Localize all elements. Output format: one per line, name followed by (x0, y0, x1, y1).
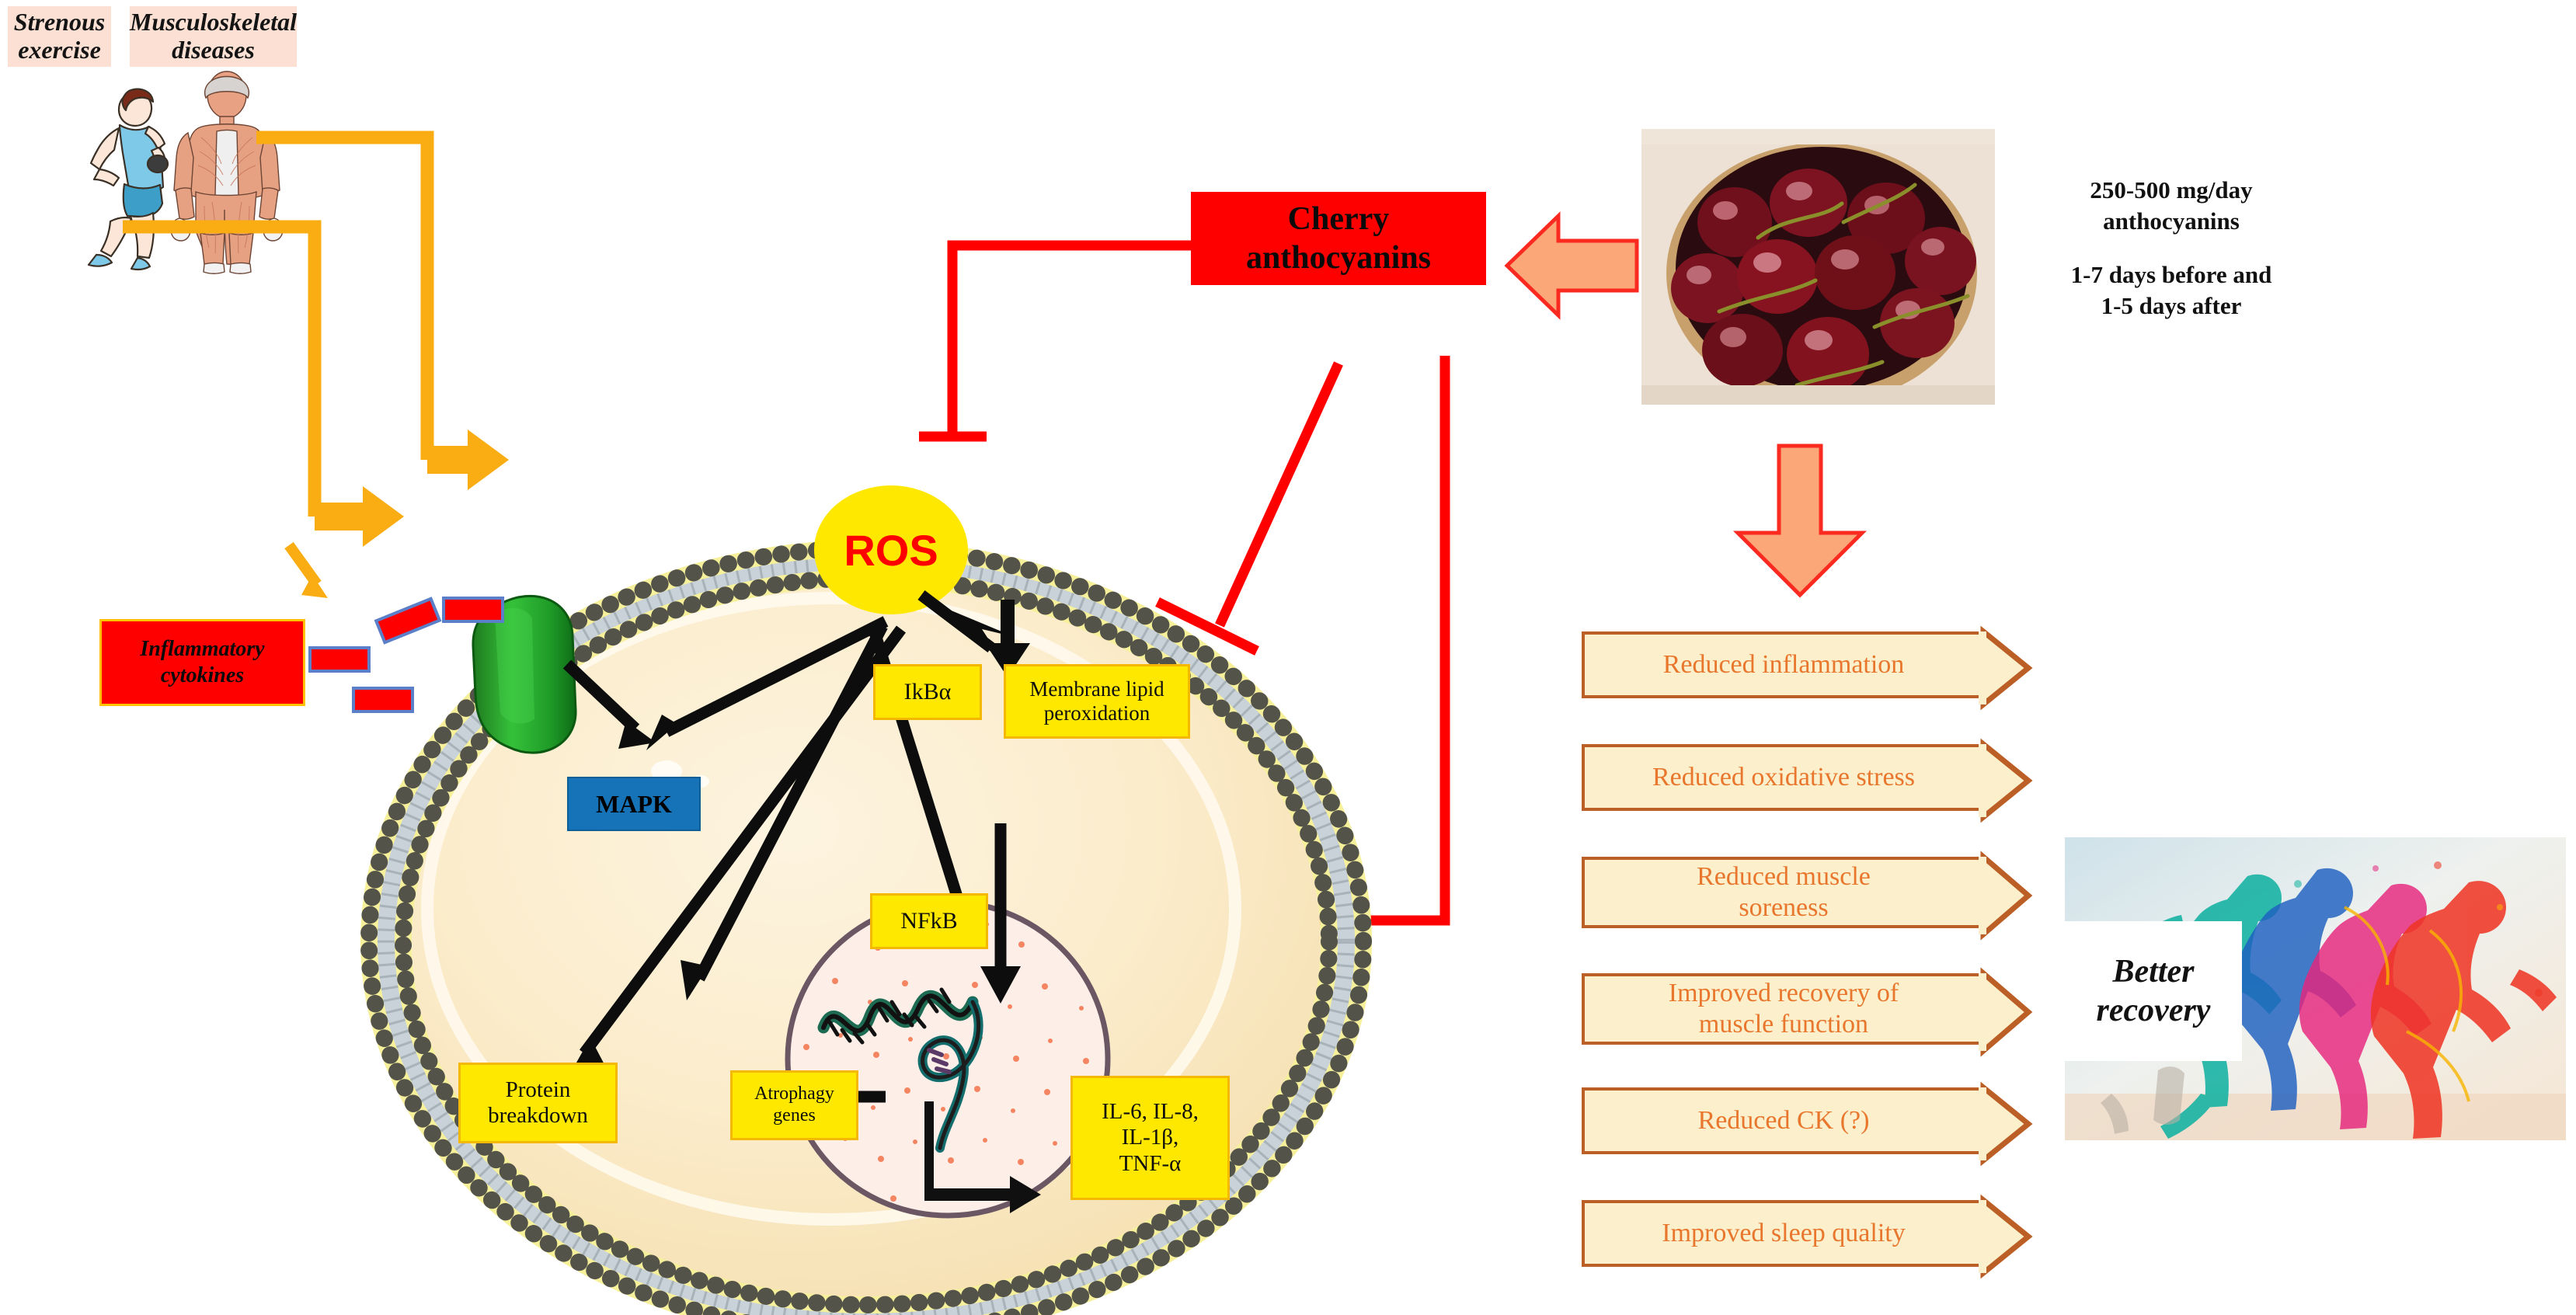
membrane-lipid-peroxidation-label: Membrane lipid peroxidation (1029, 677, 1164, 725)
colorful-runners-photo-icon (2065, 837, 2566, 1140)
atrophagy-genes-node[interactable]: Atrophagy genes (730, 1070, 858, 1140)
ikba-label: IkBα (903, 678, 952, 704)
outcomes-big-down-arrow (1732, 444, 1868, 598)
nfkb-label: NFkB (900, 907, 958, 934)
ikba-node[interactable]: IkBα (873, 664, 982, 720)
outcome-label-0: Reduced inflammation (1662, 649, 1905, 679)
outcome-chevron-3[interactable]: Improved recovery of muscle function (1582, 967, 2033, 1057)
interleukins-label: IL-6, IL-8, IL-1β, TNF-α (1102, 1098, 1199, 1176)
cytokine-particles-icon (308, 597, 504, 713)
mapk-label: MAPK (596, 789, 672, 818)
header-musculoskeletal-diseases-label: Musculoskeletal diseases (129, 8, 298, 64)
inhibition-edge-cherry-to-lipid-peroxidation (1155, 361, 1343, 656)
dosage-line-4: 1-5 days after (2101, 291, 2242, 319)
mapk-node[interactable]: MAPK (567, 777, 701, 831)
protein-breakdown-node[interactable]: Protein breakdown (458, 1063, 618, 1143)
outcome-chevron-5[interactable]: Improved sleep quality (1582, 1194, 2033, 1279)
membrane-lipid-peroxidation-node[interactable]: Membrane lipid peroxidation (1004, 664, 1190, 739)
cherry-anthocyanins-label: Cherry anthocyanins (1245, 200, 1432, 276)
inflammatory-cytokines-node[interactable]: Inflammatory cytokines (99, 619, 305, 706)
chevron-tip-icon (1979, 1194, 2033, 1279)
nfkb-node[interactable]: NFkB (870, 893, 988, 949)
better-recovery-caption: Better recovery (2065, 921, 2242, 1061)
outcome-label-2: Reduced muscle soreness (1697, 861, 1871, 922)
header-musculoskeletal-diseases: Musculoskeletal diseases (130, 6, 297, 67)
outcome-chevron-2[interactable]: Reduced muscle soreness (1582, 851, 2033, 941)
better-recovery-line-1: Better (2112, 953, 2195, 990)
nucleus-transcription-arrow (924, 1101, 1041, 1213)
chevron-tip-icon (1979, 851, 2033, 941)
cherry-to-node-big-arrow (1504, 211, 1639, 320)
dna-strand-icon (817, 987, 983, 1153)
cherry-anthocyanins-node[interactable]: Cherry anthocyanins (1191, 192, 1486, 285)
outcome-chevron-1[interactable]: Reduced oxidative stress (1582, 738, 2033, 823)
atrophagy-genes-label: Atrophagy genes (754, 1084, 834, 1125)
dosage-line-1: 250-500 mg/day (2090, 176, 2253, 204)
ros-node[interactable]: ROS (814, 485, 968, 614)
better-recovery-line-2: recovery (2096, 993, 2211, 1028)
inhibition-edge-cherry-to-ros (919, 240, 1196, 442)
outcome-label-5: Improved sleep quality (1662, 1218, 1906, 1247)
membrane-receptor-icon (472, 594, 577, 754)
header-strenuous-exercise-label: Strenous exercise (13, 8, 106, 64)
dosage-line-2: anthocyanins (2103, 207, 2240, 235)
chevron-tip-icon (1979, 738, 2033, 823)
ros-label: ROS (844, 525, 938, 575)
chevron-tip-icon (1979, 1081, 2033, 1167)
interleukins-node[interactable]: IL-6, IL-8, IL-1β, TNF-α (1070, 1076, 1230, 1200)
chevron-tip-icon (1979, 967, 2033, 1057)
inflammatory-cytokines-label: Inflammatory cytokines (140, 637, 265, 687)
protein-breakdown-label: Protein breakdown (488, 1077, 588, 1128)
cherry-bowl-photo-icon (1641, 129, 1995, 405)
chevron-tip-icon (1979, 625, 2033, 711)
orange-activation-arrows (123, 130, 509, 598)
outcome-chevron-4[interactable]: Reduced CK (?) (1582, 1081, 2033, 1167)
dosage-text-block: 250-500 mg/day anthocyanins 1-7 days bef… (2024, 175, 2319, 322)
dosage-line-3: 1-7 days before and (2070, 260, 2272, 288)
outcome-label-3: Improved recovery of muscle function (1668, 978, 1899, 1038)
header-strenuous-exercise: Strenous exercise (8, 6, 111, 67)
cell-nucleus (785, 899, 1111, 1219)
outcome-label-4: Reduced CK (?) (1697, 1105, 1870, 1135)
outcome-label-1: Reduced oxidative stress (1652, 762, 1916, 791)
outcome-chevron-0[interactable]: Reduced inflammation (1582, 625, 2033, 711)
